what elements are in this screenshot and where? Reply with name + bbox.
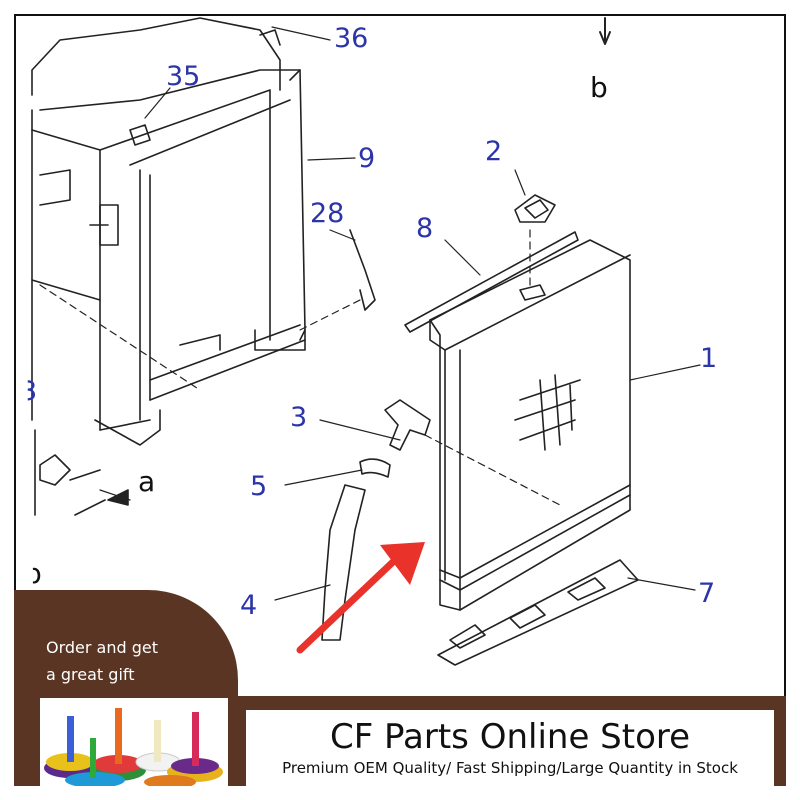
gift-promo-line-1: Order and get bbox=[46, 638, 159, 657]
callout-leaders bbox=[99, 26, 701, 601]
callout-36: 36 bbox=[334, 23, 369, 54]
callout-7: 7 bbox=[698, 578, 716, 609]
leader-dashed-lines bbox=[39, 229, 561, 506]
gift-promo-panel: Order and get a great gift bbox=[14, 590, 238, 786]
callout-3-partial: 3 bbox=[20, 376, 38, 407]
view-marker-b: b bbox=[590, 71, 608, 104]
callout-9: 9 bbox=[358, 143, 376, 174]
callout-5: 5 bbox=[250, 471, 268, 502]
callout-2: 2 bbox=[485, 136, 503, 167]
view-marker-a: a bbox=[138, 465, 156, 498]
store-tagline: Premium OEM Quality/ Fast Shipping/Large… bbox=[282, 759, 738, 777]
gift-promo-text: Order and get a great gift bbox=[46, 634, 226, 688]
water-outlet-fitting-drawing bbox=[384, 399, 431, 451]
callout-8: 8 bbox=[416, 213, 434, 244]
store-banner-inner: CF Parts Online Store Premium OEM Qualit… bbox=[246, 710, 774, 786]
callout-1: 1 bbox=[700, 343, 718, 374]
gift-toys-photo bbox=[40, 698, 228, 786]
store-banner: CF Parts Online Store Premium OEM Qualit… bbox=[234, 696, 786, 786]
spinning-tops-illustration bbox=[44, 708, 223, 786]
bottom-gasket-drawing bbox=[437, 559, 639, 666]
hose-clamp-drawing bbox=[359, 458, 391, 478]
callout-28: 28 bbox=[310, 198, 345, 229]
view-b-arrow bbox=[599, 17, 611, 45]
red-pointer-arrow bbox=[296, 542, 425, 654]
view-a-arrow bbox=[107, 489, 129, 506]
seal-strip-drawing bbox=[404, 231, 579, 333]
view-marker-b-partial: b bbox=[24, 557, 42, 590]
gift-promo-line-2: a great gift bbox=[46, 665, 135, 684]
radiator-frame-drawing bbox=[31, 17, 376, 516]
radiator-cap-drawing bbox=[514, 194, 556, 223]
store-name: CF Parts Online Store bbox=[329, 717, 691, 757]
callout-4: 4 bbox=[240, 590, 258, 621]
callout-35: 35 bbox=[166, 61, 201, 92]
radiator-hose-drawing bbox=[321, 484, 366, 641]
callout-3: 3 bbox=[290, 402, 308, 433]
